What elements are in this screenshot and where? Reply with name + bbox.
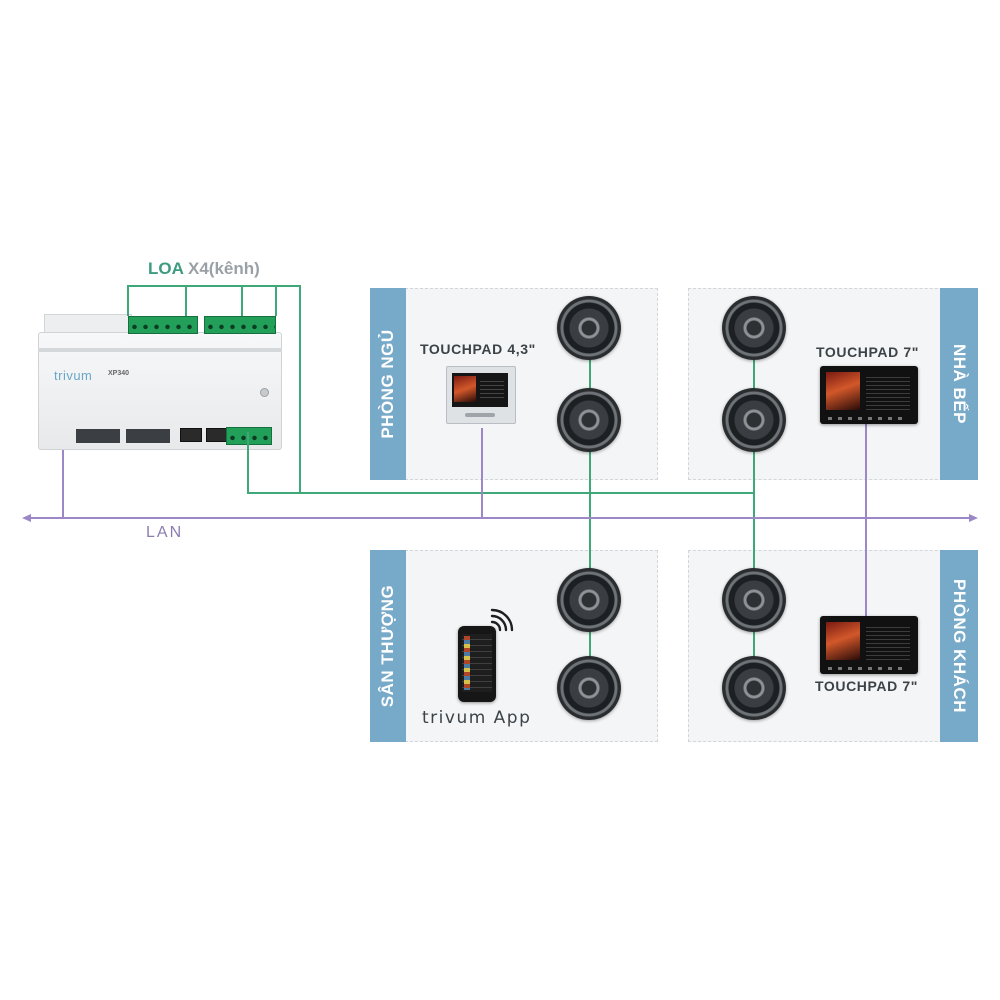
room-band-phong-khach: PHÒNG KHÁCH xyxy=(940,550,978,742)
power-terminal-1 xyxy=(180,428,202,442)
touchpad-icon xyxy=(820,616,918,674)
controller-ridge xyxy=(38,348,282,352)
amp-label-x4: X4(kênh) xyxy=(188,259,260,278)
ceiling-speaker-icon xyxy=(722,656,786,720)
controller-icon: trivum XP340 xyxy=(38,308,282,450)
controller-vent-1 xyxy=(76,429,120,443)
playback-controls xyxy=(828,417,908,420)
smartphone-icon xyxy=(458,626,496,702)
controller-model: XP340 xyxy=(108,370,130,377)
speaker-terminal-block-2 xyxy=(204,316,276,334)
album-art xyxy=(454,376,476,402)
room-name-phong-khach: PHÒNG KHÁCH xyxy=(950,579,969,713)
smartphone-screen xyxy=(462,634,492,692)
ceiling-speaker-icon xyxy=(557,568,621,632)
trivum-app-label: trivum App xyxy=(422,708,532,728)
touchpad-icon xyxy=(820,366,918,424)
ceiling-speaker-icon xyxy=(557,296,621,360)
speaker-terminal-block-1 xyxy=(128,316,198,334)
touchpad-icon xyxy=(446,366,516,424)
room-band-nha-bep: NHÀ BẾP xyxy=(940,288,978,480)
wifi-icon xyxy=(490,608,514,632)
lan-terminal-block xyxy=(226,427,272,445)
room-band-san-thuong: SÂN THƯỢNG xyxy=(370,550,406,742)
touchpad-43-button xyxy=(465,413,495,417)
controller-brand: trivum xyxy=(54,368,93,383)
ceiling-speaker-icon xyxy=(722,388,786,452)
room-name-san-thuong: SÂN THƯỢNG xyxy=(378,584,397,708)
room-band-phong-ngu: PHÒNG NGỦ xyxy=(370,288,406,480)
album-art xyxy=(826,622,860,660)
power-terminal-2 xyxy=(206,428,228,442)
ceiling-speaker-icon xyxy=(722,296,786,360)
track-list xyxy=(866,374,910,410)
touchpad-43-screen xyxy=(452,373,508,407)
ceiling-speaker-icon xyxy=(557,388,621,452)
touchpad-43-label: TOUCHPAD 4,3" xyxy=(420,341,536,357)
track-list xyxy=(866,624,910,660)
lan-arrow-left xyxy=(22,514,31,522)
playback-controls xyxy=(828,667,908,670)
controller-led xyxy=(260,388,269,397)
touchpad-7-label-living: TOUCHPAD 7" xyxy=(815,678,918,694)
room-name-nha-bep: NHÀ BẾP xyxy=(950,343,969,425)
lan-label: LAN xyxy=(146,524,184,541)
touchpad-7-label-kitchen: TOUCHPAD 7" xyxy=(816,344,919,360)
ceiling-speaker-icon xyxy=(557,656,621,720)
track-list xyxy=(480,378,504,400)
lan-arrow-right xyxy=(969,514,978,522)
album-art xyxy=(826,372,860,410)
amp-label: LOA X4(kênh) xyxy=(148,259,260,279)
amp-label-loa: LOA xyxy=(148,259,184,278)
room-name-phong-ngu: PHÒNG NGỦ xyxy=(378,329,397,439)
ceiling-speaker-icon xyxy=(722,568,786,632)
controller-vent-2 xyxy=(126,429,170,443)
